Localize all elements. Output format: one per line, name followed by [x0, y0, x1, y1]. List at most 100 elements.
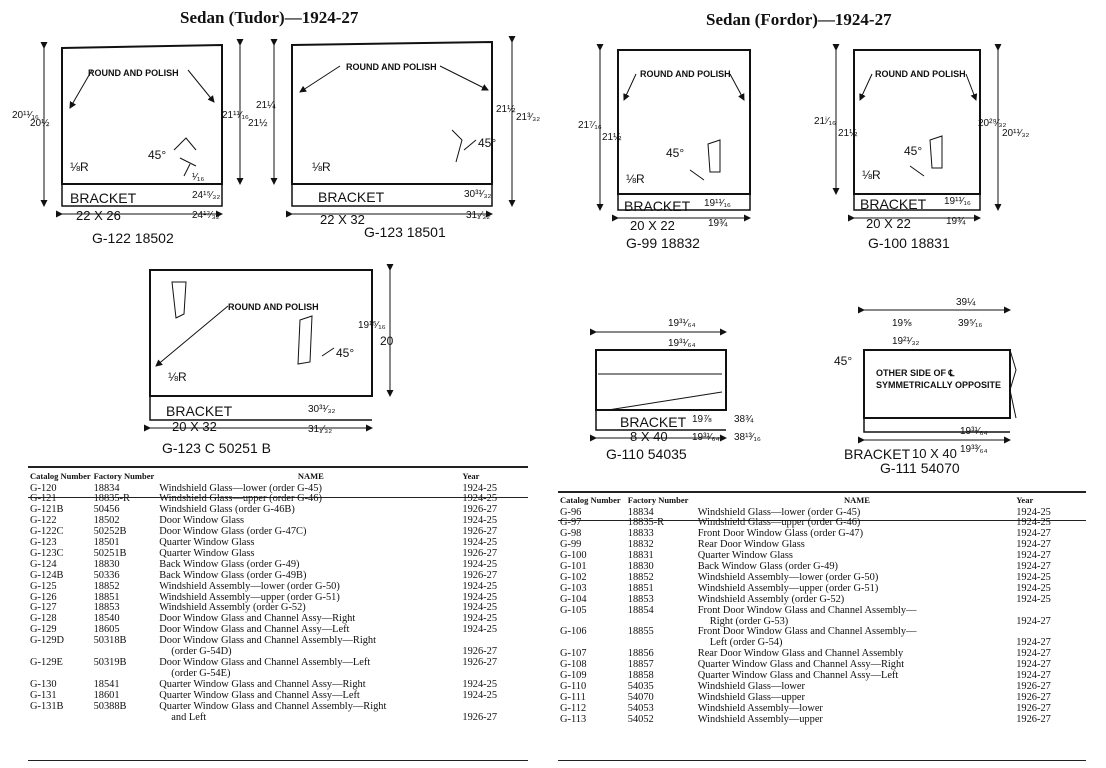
catalog-number-cell: G-130	[30, 678, 57, 690]
g123-dim-left: 21¼	[256, 100, 276, 111]
left-table-header-rule	[28, 497, 528, 498]
g99-dim-width-a: 19¹¹⁄₁₆	[704, 198, 731, 209]
factory-number-cell: 18858	[627, 670, 654, 682]
name-cell: and Left	[171, 711, 207, 723]
year-cell: 1926-27	[462, 547, 498, 559]
left-table-top-rule	[28, 466, 528, 468]
table-row: G-122C 50252B Door Window Glass (order G-4…	[30, 526, 526, 538]
year-cell: 1924-27	[1016, 539, 1051, 551]
year-cell	[462, 702, 526, 713]
name-cell: Door Window Glass (order G-47C)	[159, 526, 307, 538]
table-row: Right (order G-53)1924-27	[560, 616, 1084, 628]
factory-number-cell: 18852	[93, 580, 120, 592]
name-cell: Rear Door Window Glass	[697, 539, 805, 551]
g122-size: 22 X 26	[76, 208, 121, 223]
name-cell: Front Door Window Glass and Channel Asse…	[697, 604, 917, 616]
year-cell: 1924-27	[1016, 528, 1051, 540]
name-cell: Front Door Window Glass (order G-47)	[697, 528, 864, 540]
factory-number-cell: 54035	[627, 681, 654, 692]
g123-angle: 45°	[478, 136, 497, 150]
name-cell: Quarter Window Glass	[697, 550, 793, 562]
g100-angle: 45°	[904, 144, 923, 158]
catalog-number-cell: G-110	[560, 681, 587, 692]
g123c-size: 20 X 32	[172, 419, 217, 434]
year-cell: 1924-25	[1016, 582, 1051, 594]
factory-number-cell: 18856	[627, 648, 654, 660]
g100-part-label: G-100 18831	[868, 235, 950, 251]
factory-number-cell: 18835-R	[627, 517, 665, 529]
factory-number-cell: 54053	[627, 702, 654, 714]
catalog-number-cell: G-129D	[30, 635, 65, 647]
name-cell: Quarter Window Glass	[159, 547, 255, 559]
year-cell: 1926-27	[462, 711, 498, 723]
g123-dim-width-a: 30³¹⁄₃₂	[464, 189, 492, 200]
name-cell: Windshield Assembly—lower	[697, 702, 823, 714]
factory-number-cell: 18851	[93, 591, 120, 603]
g100-radius: ⅛R	[862, 168, 881, 182]
year-cell: 1924-27	[1016, 550, 1051, 562]
catalog-number-cell: G-122C	[30, 526, 64, 538]
col-factory-number: Factory Number	[93, 471, 155, 481]
year-cell: 1926-27	[462, 646, 498, 658]
catalog-number-cell: G-108	[560, 659, 587, 671]
g110-part-label: G-110 54035	[606, 446, 687, 462]
name-cell: Windshield Glass (order G-46B)	[159, 504, 295, 516]
g99-dim-left-b: 21½	[602, 132, 622, 143]
year-cell: 1924-27	[1016, 561, 1051, 573]
factory-number-cell: 18540	[93, 613, 120, 625]
g111-outline	[863, 349, 1011, 419]
factory-number-cell: 18832	[627, 539, 654, 551]
g100-dim-right-b: 20¹¹⁄₃₂	[1002, 128, 1030, 139]
factory-number-cell: 18541	[93, 678, 120, 690]
g100-bracket: BRACKET	[860, 196, 927, 212]
catalog-number-cell: G-124B	[30, 569, 64, 581]
catalog-number-cell: G-121	[30, 493, 57, 505]
name-cell: Windshield Glass—lower	[697, 681, 805, 692]
g111-dim-overall: 39¼	[956, 297, 976, 308]
g122-dim-height-inner: 20½	[30, 118, 50, 129]
g123c-part-label: G-123 C 50251 B	[162, 440, 271, 456]
year-cell: 1924-27	[1016, 637, 1051, 649]
g110-dim-bottom-a: 19⅞	[692, 414, 712, 425]
catalog-number-cell: G-129E	[30, 657, 63, 668]
g123c-dim-width-a: 30³¹⁄₃₂	[308, 404, 336, 415]
catalog-number-cell: G-96	[560, 506, 582, 518]
factory-number-cell: 18830	[93, 558, 120, 570]
year-cell: 1926-27	[462, 657, 498, 668]
year-cell: 1926-27	[1016, 691, 1051, 703]
g123-bracket: BRACKET	[318, 189, 385, 205]
name-cell: Windshield Assembly—upper (order G-51)	[159, 591, 340, 603]
catalog-number-cell: G-127	[30, 602, 57, 614]
catalog-number-cell: G-126	[30, 591, 57, 603]
name-cell: Quarter Window Glass and Channel Assy—Le…	[159, 689, 360, 701]
factory-number-cell: 50388B	[93, 700, 127, 712]
g111-bracket: BRACKET	[844, 446, 911, 462]
g100-dim-left-a: 21ⁱ⁄₁₆	[814, 116, 836, 127]
year-cell: 1924-25	[1016, 506, 1051, 518]
g100-dim-left-b: 21½	[838, 128, 858, 139]
year-cell: 1926-27	[462, 569, 498, 581]
g123c-round-polish-note: ROUND AND POLISH	[228, 302, 319, 312]
factory-number-cell: 18834	[627, 506, 654, 518]
factory-number-cell: 50336	[93, 569, 120, 581]
factory-number-cell: 50252B	[93, 526, 127, 538]
year-cell: 1924-25	[1016, 517, 1051, 529]
g122-dim-width-b: 24¹⁷⁄₃₂	[192, 210, 220, 221]
g111-size: 10 X 40	[912, 446, 957, 461]
name-cell: Door Window Glass and Channel Assembly—L…	[159, 657, 371, 668]
fordor-title: Sedan (Fordor)—1924-27	[706, 10, 892, 29]
g122-dim-right-b: 21½	[248, 118, 268, 129]
factory-number-cell: 18601	[93, 689, 120, 701]
